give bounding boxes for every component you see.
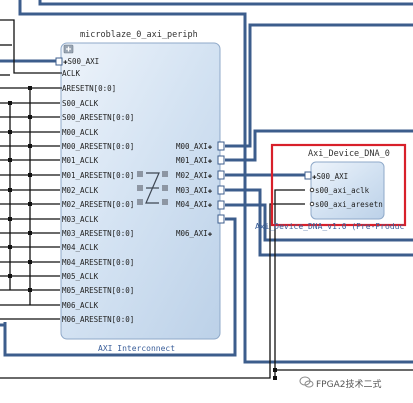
- dna-port-s00-axi-aclk[interactable]: s00_axi_aclk: [315, 186, 370, 195]
- port-aclk[interactable]: ACLK: [62, 69, 81, 78]
- port-m02-aresetn[interactable]: M02_ARESETN[0:0]: [62, 200, 135, 209]
- axi-bus-wires[interactable]: [0, 0, 413, 364]
- port-s00-aclk[interactable]: S00_ACLK: [62, 99, 99, 108]
- wechat-icon: [299, 376, 314, 388]
- dna-port-s00-axi-aresetn[interactable]: s00_axi_aresetn: [315, 200, 383, 209]
- port-m02-axi[interactable]: M02_AXI✚: [176, 171, 213, 180]
- port-aresetn[interactable]: ARESETN[0:0]: [62, 84, 117, 93]
- port-m04-aclk[interactable]: M04_ACLK: [62, 243, 99, 252]
- highlight-box: [270, 143, 407, 227]
- slave-port-pins: [55, 57, 225, 224]
- port-m06-aclk[interactable]: M06_ACLK: [62, 301, 99, 310]
- port-m03-aclk[interactable]: M03_ACLK: [62, 215, 99, 224]
- port-m05-aresetn[interactable]: M05_ARESETN[0:0]: [62, 286, 135, 295]
- port-m00-aclk[interactable]: M00_ACLK: [62, 128, 99, 137]
- port-m00-axi[interactable]: M00_AXI✚: [176, 142, 213, 151]
- port-m03-aresetn[interactable]: M03_ARESETN[0:0]: [62, 229, 135, 238]
- port-m00-aresetn[interactable]: M00_ARESETN[0:0]: [62, 142, 135, 151]
- interconnect-instance-name: microblaze_0_axi_periph: [80, 30, 198, 40]
- device-dna-instance-name: Axi_Device_DNA_0: [308, 149, 390, 159]
- port-m06-aresetn[interactable]: M06_ARESETN[0:0]: [62, 315, 135, 324]
- interconnect-type-name: AXI Interconnect: [98, 344, 176, 353]
- port-stub-lines: [58, 72, 62, 89]
- dna-port-s00-axi[interactable]: ✚S00_AXI: [312, 172, 349, 181]
- expand-icon[interactable]: [63, 44, 74, 54]
- port-m04-aresetn[interactable]: M04_ARESETN[0:0]: [62, 258, 135, 267]
- port-m06-axi[interactable]: M06_AXI✚: [176, 229, 213, 238]
- watermark-text: FPGA2技术二式: [316, 380, 382, 390]
- port-m01-aclk[interactable]: M01_ACLK: [62, 156, 99, 165]
- port-m05-aclk[interactable]: M05_ACLK: [62, 272, 99, 281]
- dna-port-circles: [309, 187, 315, 207]
- port-m01-axi[interactable]: M01_AXI✚: [176, 156, 213, 165]
- port-m02-aclk[interactable]: M02_ACLK: [62, 186, 99, 195]
- port-s00-aresetn[interactable]: S00_ARESETN[0:0]: [62, 113, 135, 122]
- dna-port-pins: [304, 171, 312, 180]
- port-m01-aresetn[interactable]: M01_ARESETN[0:0]: [62, 171, 135, 180]
- crossbar-icon: [137, 171, 168, 205]
- port-s00-axi[interactable]: ✚S00_AXI: [63, 57, 100, 66]
- port-m04-axi[interactable]: M04_AXI✚: [176, 200, 213, 209]
- port-m03-axi[interactable]: M03_AXI✚: [176, 186, 213, 195]
- wire-junctions: [8, 86, 277, 380]
- device-dna-ip-name: Axi_Device_DNA_v1.0 (Pre-Produc: [255, 222, 405, 231]
